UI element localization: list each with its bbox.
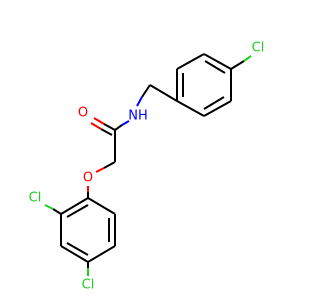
bond [149,84,178,102]
bond [103,161,116,169]
chlorine-atom-label: Cl [252,41,265,56]
bond-cl [243,55,252,62]
bond [103,123,116,131]
bond [87,197,116,215]
aromatic-inner-bond [204,60,226,74]
bond-cl [44,204,54,210]
aromatic-inner-bond [203,96,225,110]
bond-n [136,96,143,107]
chlorine-atom-label: Cl [29,191,42,206]
bond [203,53,232,70]
bond-o [93,117,105,125]
chlorophenyl-ring [176,53,232,117]
bond [100,128,113,136]
dichlorophenyl-ring [60,197,116,263]
bond [176,53,205,70]
bond [203,100,232,117]
bond [60,197,89,215]
bond-o [95,167,105,173]
bond [230,60,245,70]
bond [60,245,89,263]
bond-n [121,120,130,126]
bond [87,245,116,263]
amide-nitrogen-label: NH [128,109,148,124]
ether-oxygen-label: O [83,171,93,186]
aromatic-inner-bond [66,204,89,218]
bond [114,124,123,131]
bond [141,84,151,98]
aromatic-inner-bond [66,242,89,256]
bond [176,100,205,117]
bond [52,208,62,215]
bond-o [90,122,102,130]
carbonyl-oxygen-label: O [78,106,88,121]
molecule-structure: Cl O NH O Cl Cl [29,41,265,293]
chlorine-atom-label: Cl [82,278,95,293]
